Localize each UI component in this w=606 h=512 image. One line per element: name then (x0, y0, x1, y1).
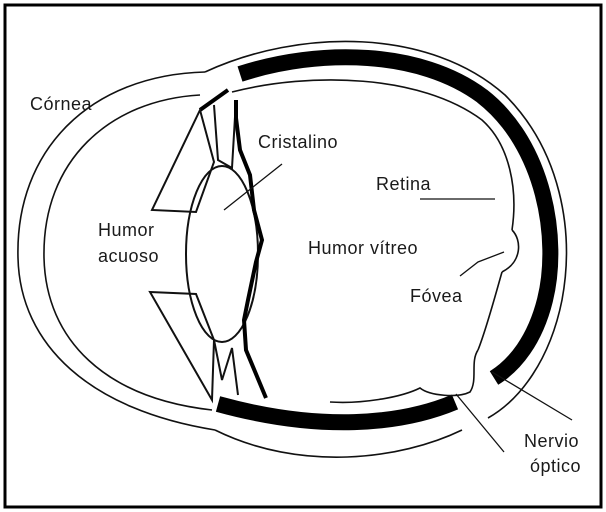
nervio-leader (492, 372, 572, 420)
label-humor-vitreo: Humor vítreo (308, 238, 418, 258)
label-nervio-optico-2: óptico (530, 456, 581, 476)
label-nervio-optico-1: Nervio (524, 431, 579, 451)
label-cornea: Córnea (30, 94, 93, 114)
label-cristalino: Cristalino (258, 132, 338, 152)
label-humor-acuoso-2: acuoso (98, 246, 159, 266)
retina-line-lower (478, 272, 502, 350)
nervio-leader-2 (456, 394, 504, 452)
iris-upper (152, 110, 214, 212)
choroid-band-bottom (218, 402, 455, 422)
fovea-bump (502, 230, 519, 272)
label-fovea: Fóvea (410, 286, 463, 306)
ciliary-lower (214, 340, 238, 395)
ciliary-upper (214, 100, 236, 168)
choroid-band (240, 57, 550, 378)
iris-lower (150, 292, 214, 400)
sclera-outer-edge-bottom (215, 430, 462, 457)
label-humor-acuoso-1: Humor (98, 220, 155, 240)
retina-line (232, 80, 514, 230)
fovea-leader (460, 252, 504, 276)
label-retina: Retina (376, 174, 432, 194)
